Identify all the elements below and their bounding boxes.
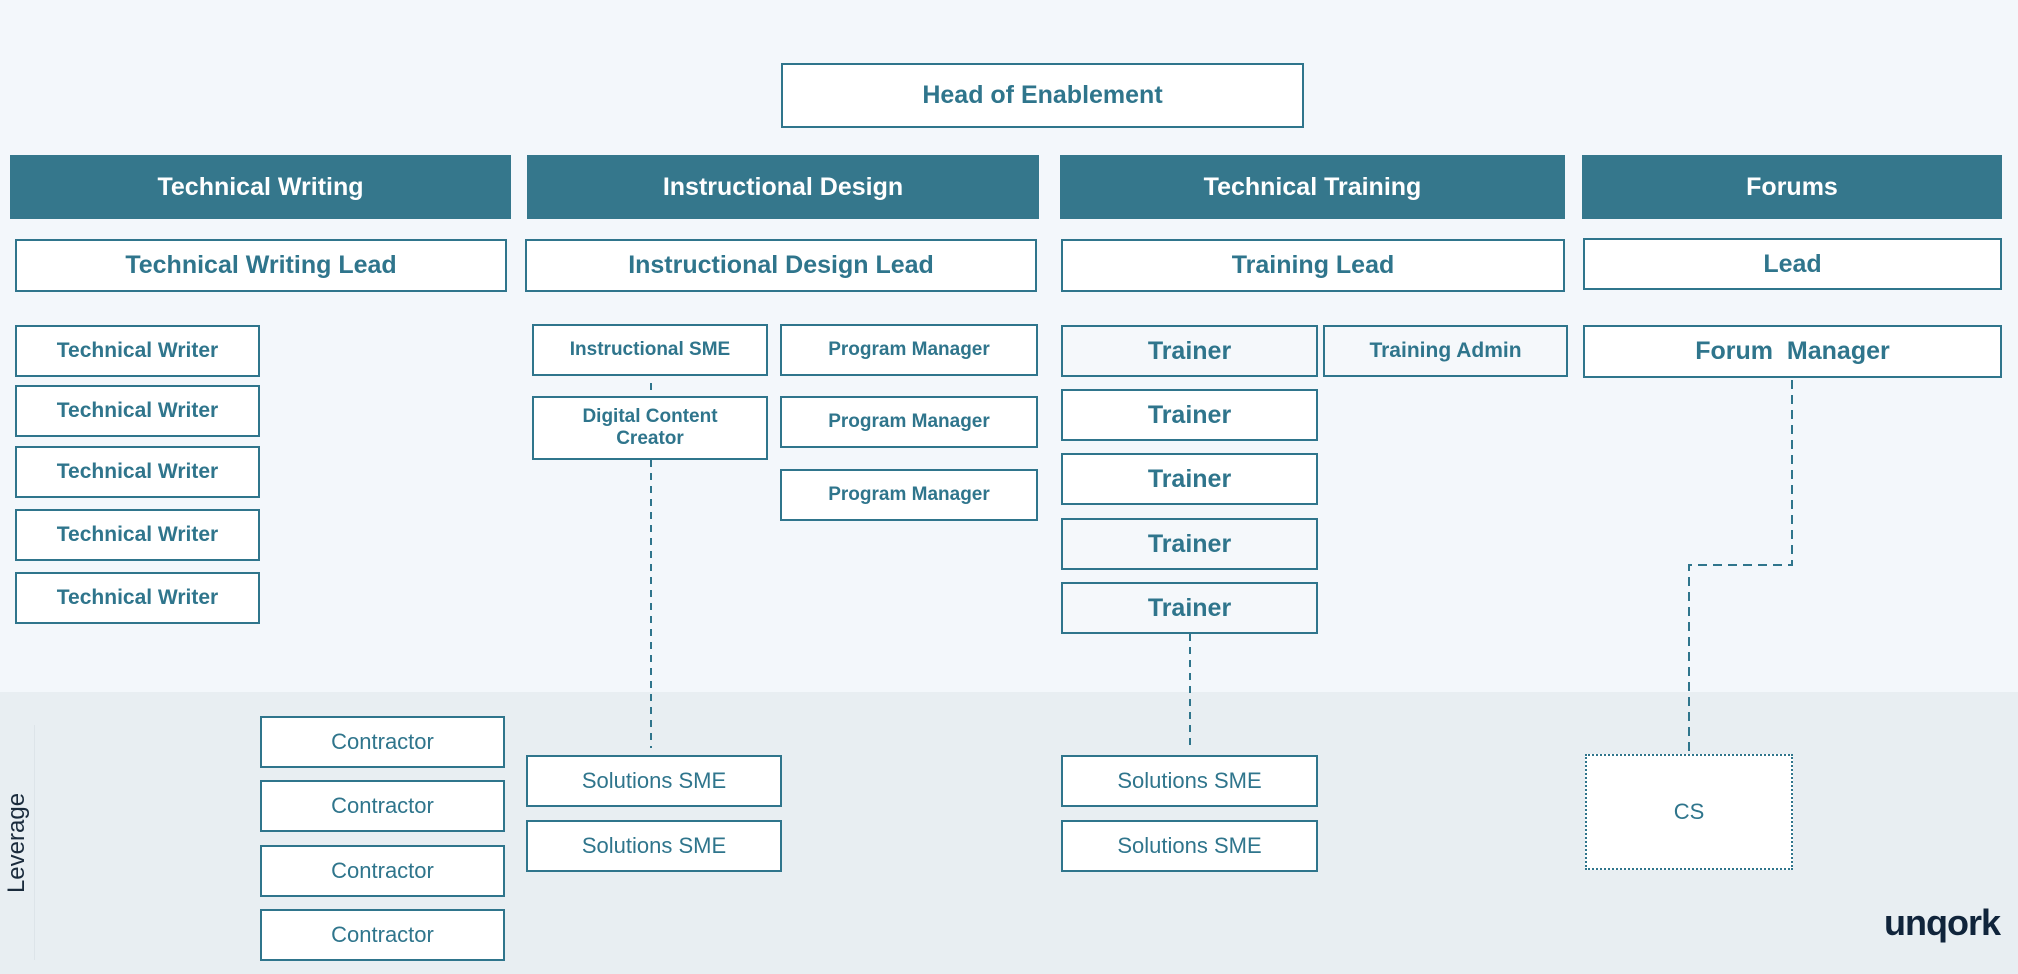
header-technical-writing-label: Technical Writing xyxy=(157,172,364,201)
program-manager-label: Program Manager xyxy=(828,484,990,506)
trainer-label: Trainer xyxy=(1147,336,1232,365)
cs-label: CS xyxy=(1673,799,1705,825)
trainer-label: Trainer xyxy=(1147,593,1232,622)
contractor-box[interactable]: Contractor xyxy=(260,716,505,768)
contractor-box[interactable]: Contractor xyxy=(260,780,505,832)
program-manager-box[interactable]: Program Manager xyxy=(780,469,1038,521)
forums-lead-box[interactable]: Lead xyxy=(1583,238,2002,290)
instructional-sme-label: Instructional SME xyxy=(569,339,731,361)
instructional-design-lead-box[interactable]: Instructional Design Lead xyxy=(525,239,1037,292)
training-admin-label: Training Admin xyxy=(1369,338,1522,362)
contractor-label: Contractor xyxy=(331,793,434,819)
contractor-label: Contractor xyxy=(331,729,434,755)
technical-writer-label: Technical Writer xyxy=(56,398,219,422)
forum-manager-box[interactable]: Forum Manager xyxy=(1583,325,2002,378)
trainer-box[interactable]: Trainer xyxy=(1061,453,1318,505)
leverage-label-container: Leverage xyxy=(0,725,35,960)
cs-box[interactable]: CS xyxy=(1585,754,1793,870)
solutions-sme-box[interactable]: Solutions SME xyxy=(526,820,782,872)
trainer-box[interactable]: Trainer xyxy=(1061,389,1318,441)
technical-writer-label: Technical Writer xyxy=(56,338,219,362)
head-of-enablement-box[interactable]: Head of Enablement xyxy=(781,63,1304,128)
technical-writer-box[interactable]: Technical Writer xyxy=(15,446,260,498)
training-lead-box[interactable]: Training Lead xyxy=(1061,239,1565,292)
program-manager-label: Program Manager xyxy=(828,411,990,433)
training-lead-label: Training Lead xyxy=(1231,251,1395,280)
technical-writing-lead-box[interactable]: Technical Writing Lead xyxy=(15,239,507,292)
technical-writer-box[interactable]: Technical Writer xyxy=(15,325,260,377)
trainer-label: Trainer xyxy=(1147,529,1232,558)
program-manager-label: Program Manager xyxy=(828,339,990,361)
header-instructional-design-label: Instructional Design xyxy=(662,172,904,201)
contractor-label: Contractor xyxy=(331,858,434,884)
solutions-sme-box[interactable]: Solutions SME xyxy=(1061,820,1318,872)
header-technical-writing[interactable]: Technical Writing xyxy=(10,155,511,219)
technical-writer-box[interactable]: Technical Writer xyxy=(15,572,260,624)
header-technical-training[interactable]: Technical Training xyxy=(1060,155,1565,219)
contractor-box[interactable]: Contractor xyxy=(260,845,505,897)
training-admin-box[interactable]: Training Admin xyxy=(1323,325,1568,377)
header-forums-label: Forums xyxy=(1746,172,1838,201)
program-manager-box[interactable]: Program Manager xyxy=(780,396,1038,448)
digital-content-creator-label: Digital Content Creator xyxy=(582,406,718,449)
solutions-sme-label: Solutions SME xyxy=(1117,768,1262,794)
contractor-box[interactable]: Contractor xyxy=(260,909,505,961)
technical-writer-label: Technical Writer xyxy=(56,459,219,483)
technical-writer-box[interactable]: Technical Writer xyxy=(15,509,260,561)
forum-manager-label: Forum Manager xyxy=(1695,337,1890,366)
solutions-sme-label: Solutions SME xyxy=(1117,833,1262,859)
technical-writing-lead-label: Technical Writing Lead xyxy=(125,251,397,280)
solutions-sme-box[interactable]: Solutions SME xyxy=(526,755,782,807)
unqork-logo: unqork xyxy=(1860,902,2001,944)
trainer-box[interactable]: Trainer xyxy=(1061,582,1318,634)
unqork-logo-text: unqork xyxy=(1884,902,2001,943)
leverage-label: Leverage xyxy=(3,792,31,893)
digital-content-creator-box[interactable]: Digital Content Creator xyxy=(532,396,768,460)
technical-writer-box[interactable]: Technical Writer xyxy=(15,385,260,437)
solutions-sme-label: Solutions SME xyxy=(581,768,727,794)
trainer-label: Trainer xyxy=(1147,400,1232,429)
program-manager-box[interactable]: Program Manager xyxy=(780,324,1038,376)
technical-writer-label: Technical Writer xyxy=(56,522,219,546)
header-instructional-design[interactable]: Instructional Design xyxy=(527,155,1039,219)
technical-writer-label: Technical Writer xyxy=(56,585,219,609)
instructional-design-lead-label: Instructional Design Lead xyxy=(628,251,934,280)
trainer-box[interactable]: Trainer xyxy=(1061,325,1318,377)
head-of-enablement-label: Head of Enablement xyxy=(922,81,1163,110)
header-technical-training-label: Technical Training xyxy=(1203,172,1422,201)
header-forums[interactable]: Forums xyxy=(1582,155,2002,219)
instructional-sme-box[interactable]: Instructional SME xyxy=(532,324,768,376)
trainer-box[interactable]: Trainer xyxy=(1061,518,1318,570)
solutions-sme-label: Solutions SME xyxy=(581,833,727,859)
contractor-label: Contractor xyxy=(331,922,434,948)
trainer-label: Trainer xyxy=(1147,464,1232,493)
solutions-sme-box[interactable]: Solutions SME xyxy=(1061,755,1318,807)
forums-lead-label: Lead xyxy=(1763,249,1822,278)
